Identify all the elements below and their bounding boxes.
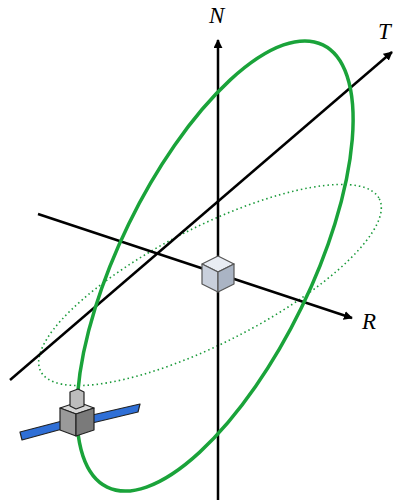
deputy-satellite	[20, 389, 140, 440]
axis-label: R	[362, 310, 376, 333]
chief-cube	[202, 256, 234, 292]
t-axis	[10, 52, 392, 380]
relative-orbit	[21, 3, 396, 503]
axis-label: T	[378, 20, 391, 43]
orbit-projection	[14, 147, 396, 423]
axis-label: N	[209, 4, 224, 27]
